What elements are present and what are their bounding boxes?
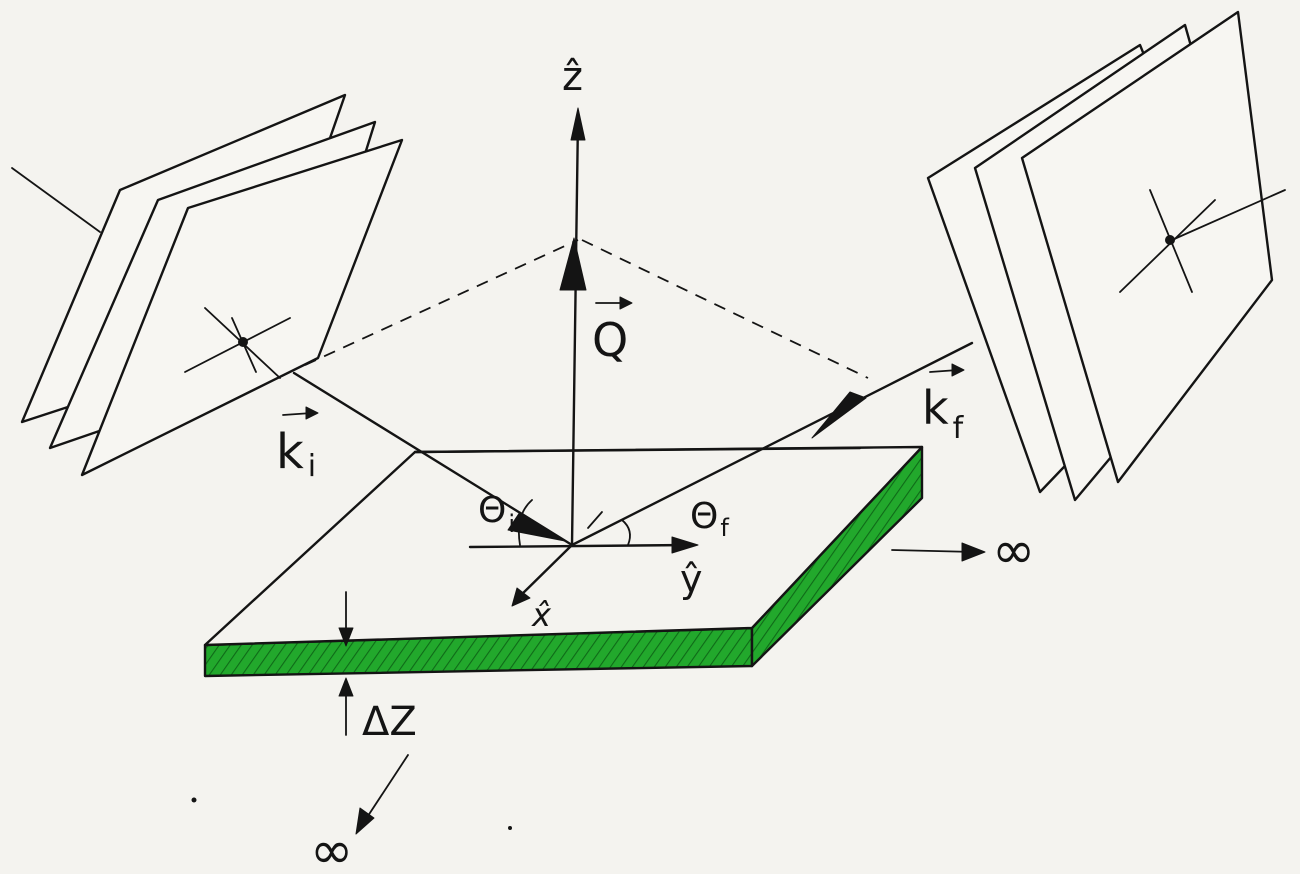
svg-text:kf: kf: [922, 381, 965, 446]
beam-paths: [292, 341, 974, 547]
incident-plane-crosshair: [184, 307, 291, 379]
theta-f-symbol: Θ: [690, 496, 718, 537]
paper-speck-center: [508, 826, 512, 830]
paper-speck-left: [191, 797, 197, 803]
x-axis-arrowhead: [511, 587, 531, 607]
incident-plane-front: [80, 138, 404, 477]
theta-i-subscript: i: [508, 510, 515, 538]
theta-f-subscript: f: [720, 514, 729, 542]
scattered-beam-arrowhead: [811, 391, 867, 439]
projection-extension: [859, 446, 919, 449]
infinity-bottom-arrow-line: [361, 754, 409, 826]
thickness-label: ΔZ: [362, 699, 417, 745]
incident-wavefront-planes: [11, 93, 404, 477]
k-final-symbol: k: [922, 381, 949, 435]
infinity-right-arrowhead: [961, 542, 986, 562]
thickness-markers: [338, 591, 354, 736]
construction-lines: [304, 239, 869, 379]
svg-text:ki: ki: [276, 424, 316, 484]
svg-text:Q: Q: [592, 313, 628, 367]
z-axis-arrowhead: [570, 107, 586, 141]
theta-i-label: Θi: [478, 490, 515, 538]
in-plane-projection: [413, 446, 862, 454]
surface-normal-tick: [587, 511, 603, 529]
scattered-plane-crosshair: [1119, 189, 1286, 293]
scattered-plane-front: [1020, 10, 1274, 484]
k-incident-symbol: k: [276, 424, 304, 480]
incident-beam-tail: [11, 167, 101, 233]
dashed-line-right: [581, 239, 869, 379]
y-axis-arrowhead: [671, 536, 699, 554]
q-vector-arrowhead: [559, 237, 587, 291]
q-vector-label: Q: [592, 296, 633, 367]
z-axis-line: [570, 116, 580, 547]
theta-i-symbol: Θ: [478, 490, 506, 531]
y-axis-label: ŷ: [680, 557, 703, 601]
infinity-bottom-label: ∞: [310, 821, 353, 874]
incident-beam-arrowhead: [507, 511, 566, 542]
k-incident-subscript: i: [308, 449, 316, 484]
dashed-line-left: [304, 239, 579, 366]
k-final-subscript: f: [953, 411, 965, 446]
theta-f-arc: [621, 519, 631, 546]
thickness-bottom-arrowhead: [338, 677, 354, 697]
infinity-right-arrow-line: [891, 549, 976, 553]
theta-f-label: Θf: [690, 496, 729, 542]
infinity-right-label: ∞: [992, 521, 1035, 581]
infinity-bottom-arrowhead: [355, 807, 375, 835]
x-axis-line: [514, 543, 574, 602]
thickness-top-arrowhead: [338, 627, 354, 647]
z-axis-label: ẑ: [562, 54, 583, 100]
y-axis-line: [468, 543, 692, 549]
infinity-indicators: [355, 542, 986, 835]
coordinate-axes: [468, 107, 699, 607]
theta-i-arc: [517, 499, 533, 546]
scattered-wavefront-planes: [926, 10, 1286, 502]
scattered-beam: [570, 341, 974, 547]
x-axis-label: x̂: [531, 596, 552, 634]
